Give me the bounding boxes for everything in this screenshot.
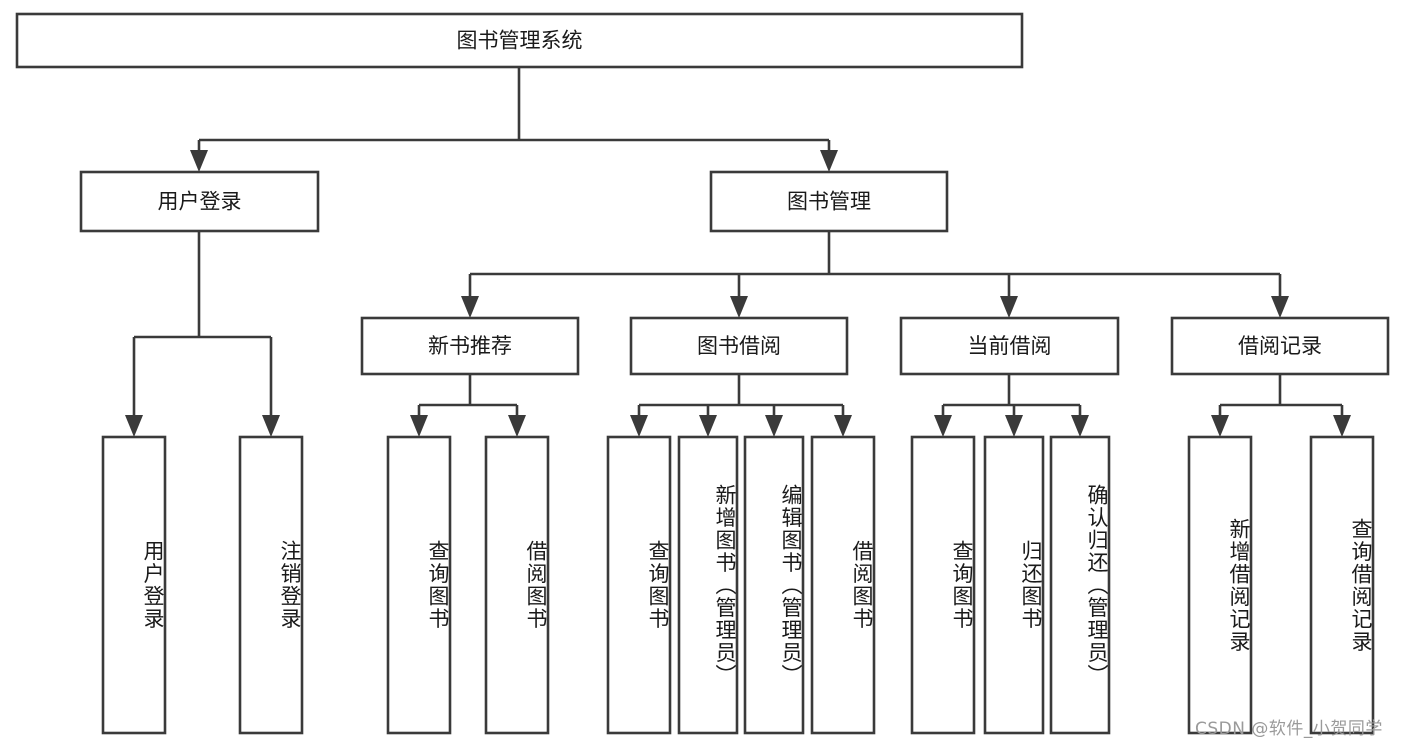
node-leaf-add-borrow-record[interactable] [1187, 435, 1253, 735]
node-leaf-return-book[interactable] [983, 435, 1045, 735]
csdn-watermark: CSDN @软件_小贺同学 [1195, 719, 1383, 739]
node-root-label: 图书管理系统 [457, 29, 583, 53]
arrow-head-icon [1211, 415, 1229, 437]
arrow-head-icon [1000, 296, 1018, 318]
arrow-head-icon [834, 415, 852, 437]
arrow-head-icon [630, 415, 648, 437]
arrow-head-icon [508, 415, 526, 437]
node-leaf-borrow-book[interactable] [810, 435, 876, 735]
node-user-login[interactable]: 用户登录 [79, 170, 320, 233]
node-borrow-record[interactable]: 借阅记录 [1170, 316, 1390, 376]
node-leaf-user-login[interactable] [101, 435, 167, 735]
node-borrow-record-label: 借阅记录 [1238, 334, 1322, 358]
node-book-manage[interactable]: 图书管理 [709, 170, 949, 233]
arrow-head-icon [461, 296, 479, 318]
node-leaf-edit-book-admin[interactable] [743, 435, 805, 735]
arrow-head-icon [699, 415, 717, 437]
arrow-head-icon [1071, 415, 1089, 437]
node-leaf-query-book-cur[interactable] [910, 435, 976, 735]
node-leaf-user-login-box[interactable] [101, 435, 167, 735]
node-new-book-rec-label: 新书推荐 [428, 334, 512, 358]
node-borrow-record-box[interactable] [1170, 316, 1390, 376]
node-leaf-query-book[interactable] [606, 435, 672, 735]
arrow-head-icon [934, 415, 952, 437]
node-book-borrow-label: 图书借阅 [697, 334, 781, 358]
node-book-manage-label: 图书管理 [787, 190, 871, 214]
node-leaf-add-book-admin[interactable] [677, 435, 739, 735]
arrow-head-icon [1333, 415, 1351, 437]
node-book-manage-box[interactable] [709, 170, 949, 233]
arrow-head-icon [820, 150, 838, 172]
arrow-head-icon [190, 150, 208, 172]
node-new-book-rec[interactable]: 新书推荐 [360, 316, 580, 376]
node-leaf-user-logout-box[interactable] [238, 435, 304, 735]
node-new-book-rec-box[interactable] [360, 316, 580, 376]
node-root[interactable]: 图书管理系统 [15, 12, 1024, 69]
node-leaf-user-logout[interactable] [238, 435, 304, 735]
node-leaf-confirm-return-admin-box[interactable] [1049, 435, 1111, 735]
node-root-box[interactable] [15, 12, 1024, 69]
node-leaf-confirm-return-admin[interactable] [1049, 435, 1111, 735]
node-current-borrow-label: 当前借阅 [968, 334, 1052, 358]
node-leaf-add-book-admin-box[interactable] [677, 435, 739, 735]
node-leaf-query-borrow-record-box[interactable] [1309, 435, 1375, 735]
node-current-borrow[interactable]: 当前借阅 [899, 316, 1120, 376]
node-leaf-return-book-box[interactable] [983, 435, 1045, 735]
node-leaf-borrow-book-rec-box[interactable] [484, 435, 550, 735]
arrow-head-icon [1271, 296, 1289, 318]
arrow-head-icon [262, 415, 280, 437]
node-leaf-add-borrow-record-box[interactable] [1187, 435, 1253, 735]
node-book-borrow[interactable]: 图书借阅 [629, 316, 849, 376]
node-leaf-query-book-rec[interactable] [386, 435, 452, 735]
node-leaf-edit-book-admin-box[interactable] [743, 435, 805, 735]
arrow-head-icon [765, 415, 783, 437]
arrow-head-icon [125, 415, 143, 437]
node-leaf-borrow-book-rec[interactable] [484, 435, 550, 735]
connector-layer [125, 67, 1351, 437]
arrow-head-icon [1005, 415, 1023, 437]
node-leaf-query-borrow-record[interactable] [1309, 435, 1375, 735]
node-leaf-query-book-box[interactable] [606, 435, 672, 735]
node-leaf-query-book-cur-box[interactable] [910, 435, 976, 735]
node-leaf-borrow-book-box[interactable] [810, 435, 876, 735]
node-user-login-box[interactable] [79, 170, 320, 233]
node-current-borrow-box[interactable] [899, 316, 1120, 376]
node-book-borrow-box[interactable] [629, 316, 849, 376]
node-user-login-label: 用户登录 [158, 190, 242, 214]
node-leaf-query-book-rec-box[interactable] [386, 435, 452, 735]
arrow-head-icon [410, 415, 428, 437]
arrow-head-icon [730, 296, 748, 318]
